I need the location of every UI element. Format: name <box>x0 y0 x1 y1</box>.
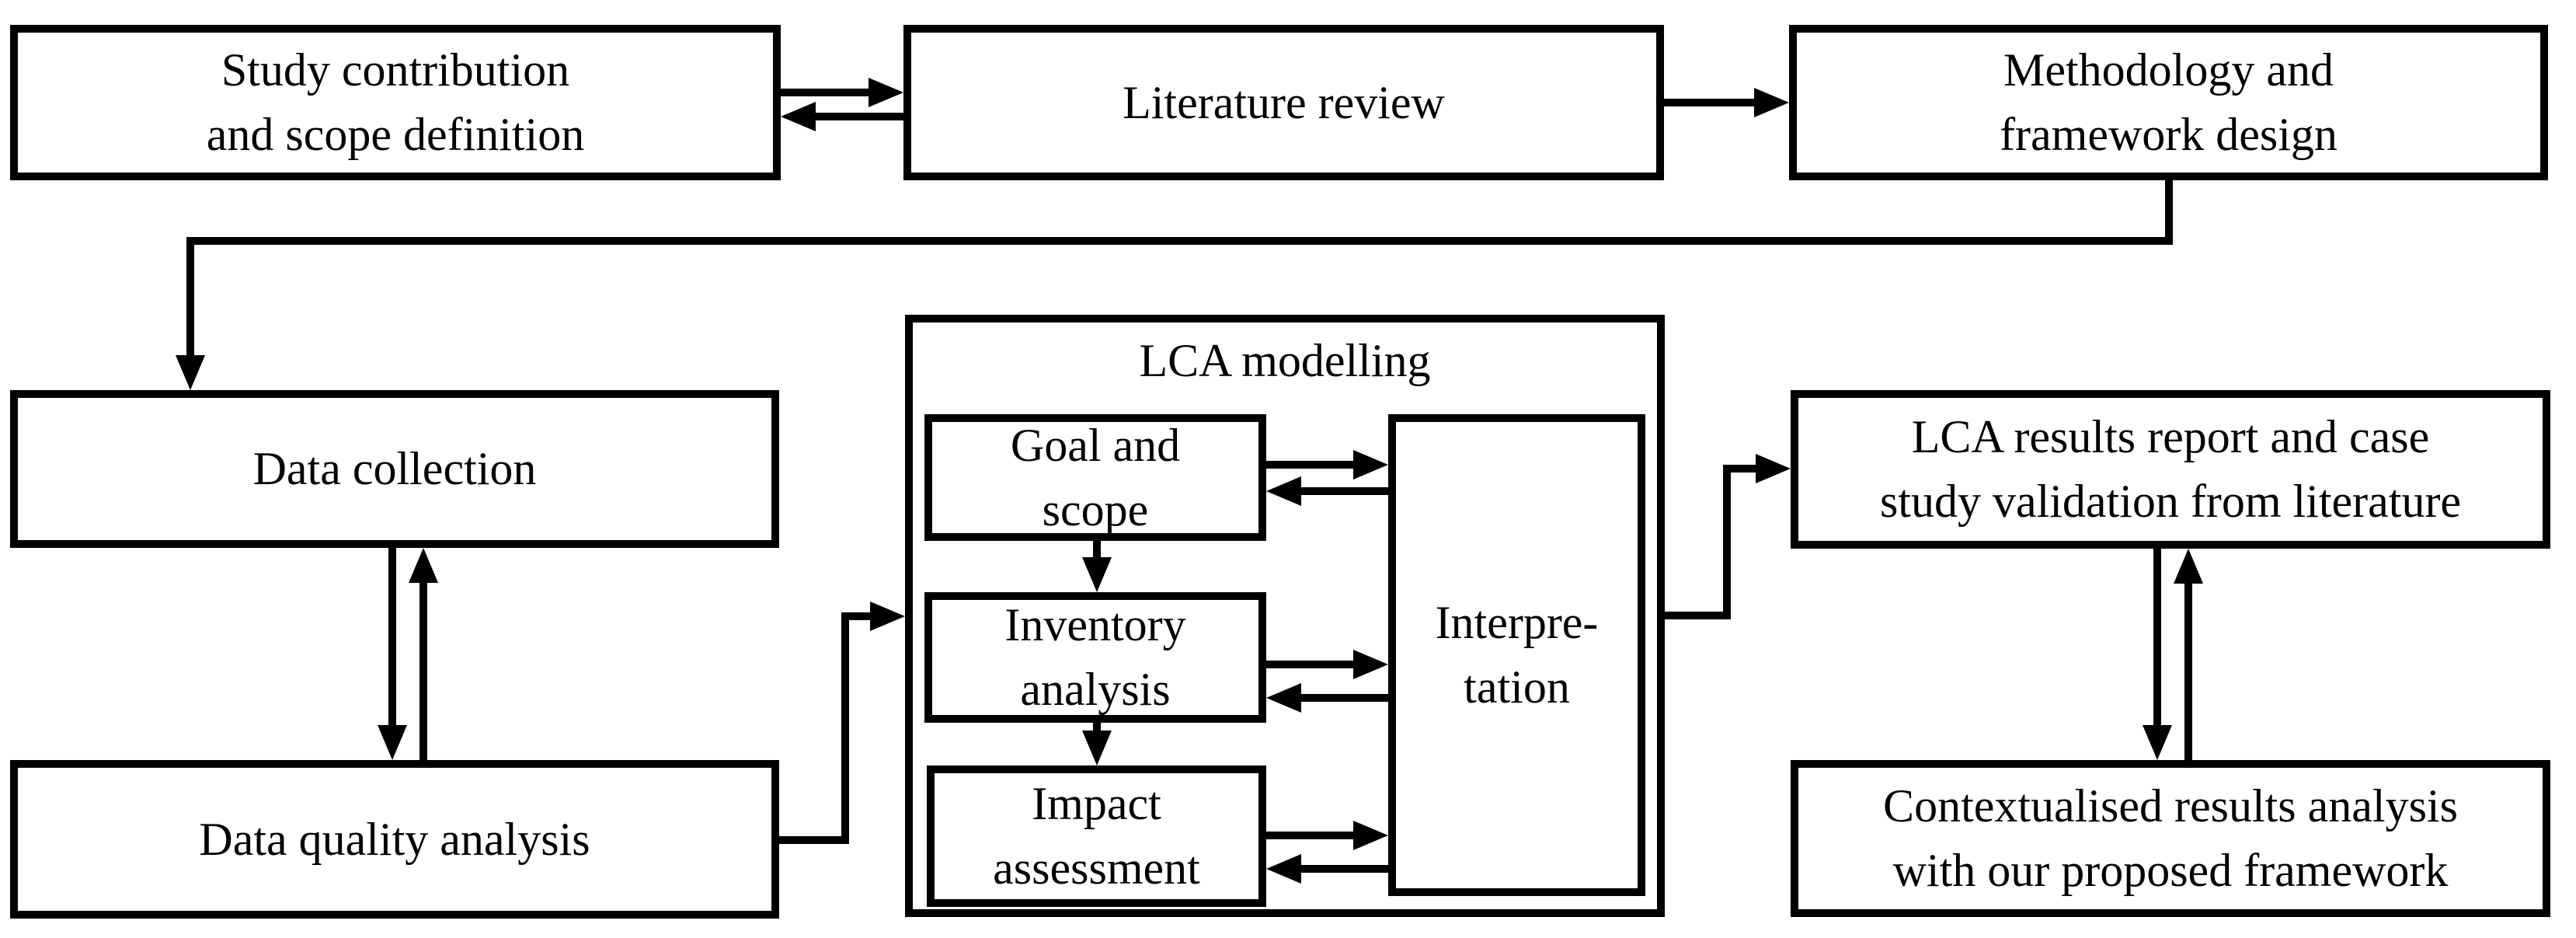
arrow-interpretation-to-goal-head-icon <box>1266 476 1301 506</box>
arrow-study-to-literature-head-icon <box>869 78 903 107</box>
arrow-inventory-to-impact-line <box>1093 723 1101 734</box>
arrow-results-to-contextualised-head-icon <box>2143 725 2172 760</box>
arrow-literature-to-study-line <box>816 113 903 120</box>
connector-lca-to-results-seg2 <box>1723 465 1731 619</box>
node-lca-results: LCA results report and case study valida… <box>1791 390 2550 549</box>
arrow-into-lca-results-head-icon <box>1756 454 1791 483</box>
node-inventory-analysis: Inventory analysis <box>924 592 1266 723</box>
arrow-goal-to-inventory-head-icon <box>1082 557 1112 592</box>
arrow-contextualised-to-results-head-icon <box>2174 549 2203 584</box>
node-data-quality: Data quality analysis <box>10 760 779 919</box>
arrow-quality-to-collection-head-icon <box>409 548 438 583</box>
node-impact-assessment: Impact assessment <box>927 765 1266 907</box>
connector-lca-to-results-seg3 <box>1723 465 1758 472</box>
connector-quality-to-lca-seg1 <box>779 836 849 844</box>
arrow-methodology-feedback-descender <box>186 237 194 359</box>
connector-quality-to-lca-seg3 <box>841 612 874 620</box>
arrow-study-to-literature-line <box>781 89 869 96</box>
arrow-goal-to-inventory-line <box>1093 541 1101 561</box>
arrow-results-to-contextualised-line <box>2153 549 2161 725</box>
arrow-into-lca-modelling-head-icon <box>870 602 905 631</box>
node-study-contribution: Study contribution and scope definition <box>10 25 781 180</box>
arrow-interpretation-to-goal-line <box>1300 487 1388 495</box>
arrow-contextualised-to-results-line <box>2184 584 2192 760</box>
arrow-into-data-collection-head-icon <box>176 355 205 390</box>
arrow-impact-to-interpretation-line <box>1266 832 1356 839</box>
arrow-methodology-feedback-drop <box>2165 180 2173 245</box>
arrow-collection-to-quality-head-icon <box>378 725 407 760</box>
arrow-interpretation-to-impact-line <box>1300 865 1388 873</box>
node-data-collection: Data collection <box>10 390 779 548</box>
node-interpretation: Interpre- tation <box>1388 414 1645 896</box>
arrow-goal-to-interpretation-line <box>1266 461 1356 469</box>
arrow-quality-to-collection-line <box>419 583 427 760</box>
arrow-inventory-to-impact-head-icon <box>1082 731 1112 765</box>
arrow-methodology-feedback-span <box>186 237 2173 245</box>
arrow-interpretation-to-inventory-head-icon <box>1266 683 1301 713</box>
group-lca-modelling-title: LCA modelling <box>1139 335 1431 386</box>
arrow-goal-to-interpretation-head-icon <box>1353 450 1388 479</box>
arrow-inventory-to-interpretation-head-icon <box>1353 650 1388 679</box>
arrow-inventory-to-interpretation-line <box>1266 661 1356 668</box>
connector-lca-to-results-seg1 <box>1665 612 1731 619</box>
node-literature-review: Literature review <box>903 25 1664 180</box>
connector-quality-to-lca-seg2 <box>841 612 849 844</box>
arrow-interpretation-to-inventory-line <box>1300 694 1388 702</box>
node-methodology: Methodology and framework design <box>1789 25 2548 180</box>
arrow-literature-to-methodology-head-icon <box>1754 88 1789 117</box>
node-contextualised-results: Contextualised results analysis with our… <box>1791 760 2550 917</box>
arrow-interpretation-to-impact-head-icon <box>1266 854 1301 884</box>
node-goal-and-scope: Goal and scope <box>924 414 1266 541</box>
arrow-impact-to-interpretation-head-icon <box>1353 821 1388 850</box>
arrow-literature-to-study-head-icon <box>781 102 816 131</box>
arrow-collection-to-quality-line <box>388 548 396 725</box>
arrow-literature-to-methodology-line <box>1664 99 1754 106</box>
